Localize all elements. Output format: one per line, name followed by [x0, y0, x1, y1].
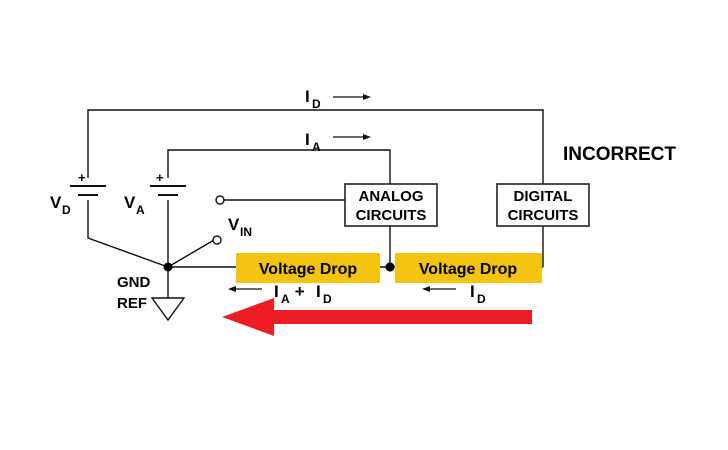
vin-main: V	[228, 215, 240, 234]
va-plus: +	[156, 170, 164, 185]
current-id-top-sub: D	[312, 97, 321, 111]
wire-vd-node	[87, 200, 169, 268]
current-label-ia-plus-id: I A + I D	[274, 282, 332, 306]
current-ia-main: I	[305, 130, 310, 149]
va-sub: A	[136, 203, 145, 217]
voltage-drop-right: Voltage Drop	[395, 253, 542, 283]
analog-line1: ANALOG	[359, 188, 424, 205]
sum-a-sub: A	[281, 292, 290, 306]
sum-a-main: I	[274, 282, 279, 301]
id-bottom-main: I	[470, 282, 475, 301]
arrow-bottom-right	[422, 286, 456, 292]
current-label-ia: I A	[305, 130, 321, 154]
sum-b-sub: D	[323, 292, 332, 306]
switch-contact-bottom	[212, 235, 222, 245]
wire-va-loop	[167, 149, 391, 184]
wire-vd-loop	[87, 109, 544, 184]
arrow-bottom-left	[228, 286, 262, 292]
vd-plus: +	[78, 170, 86, 185]
current-id-top-main: I	[305, 87, 310, 106]
current-ia-sub: A	[312, 140, 321, 154]
sum-b-main: I	[316, 282, 321, 301]
va-label: + V A	[124, 170, 164, 217]
arrow-id-top	[333, 94, 371, 100]
vin-label: V IN	[228, 215, 252, 239]
digital-circuits-box: DIGITAL CIRCUITS	[496, 183, 590, 227]
ref-label: REF	[117, 295, 147, 312]
arrow-ia	[333, 134, 371, 140]
battery-va	[150, 185, 186, 196]
junction-node-analog-top	[385, 262, 395, 272]
vd-main: V	[50, 193, 62, 212]
digital-line2: CIRCUITS	[508, 207, 579, 224]
vd-label: + V D	[50, 170, 86, 217]
voltage-drop-right-label: Voltage Drop	[419, 261, 518, 278]
switch-lever	[167, 239, 215, 268]
voltage-drop-left: Voltage Drop	[236, 253, 380, 283]
analog-line2: CIRCUITS	[356, 207, 427, 224]
switch-contact-top	[215, 195, 225, 205]
vin-sub: IN	[240, 225, 252, 239]
digital-line1: DIGITAL	[514, 188, 573, 205]
sum-plus: +	[290, 282, 309, 301]
id-bottom-sub: D	[477, 292, 486, 306]
red-current-arrow	[222, 298, 532, 336]
ground-symbol	[150, 297, 186, 322]
diagram-title: INCORRECT	[563, 144, 676, 165]
voltage-drop-left-label: Voltage Drop	[259, 261, 358, 278]
va-main: V	[124, 193, 136, 212]
current-label-id-bottom: I D	[470, 282, 486, 306]
gnd-label: GND	[117, 274, 151, 291]
analog-circuits-box: ANALOG CIRCUITS	[344, 183, 438, 227]
vd-sub: D	[62, 203, 71, 217]
current-label-id-top: I D	[305, 87, 321, 111]
battery-vd	[70, 185, 106, 196]
junction-node-main	[163, 262, 173, 272]
